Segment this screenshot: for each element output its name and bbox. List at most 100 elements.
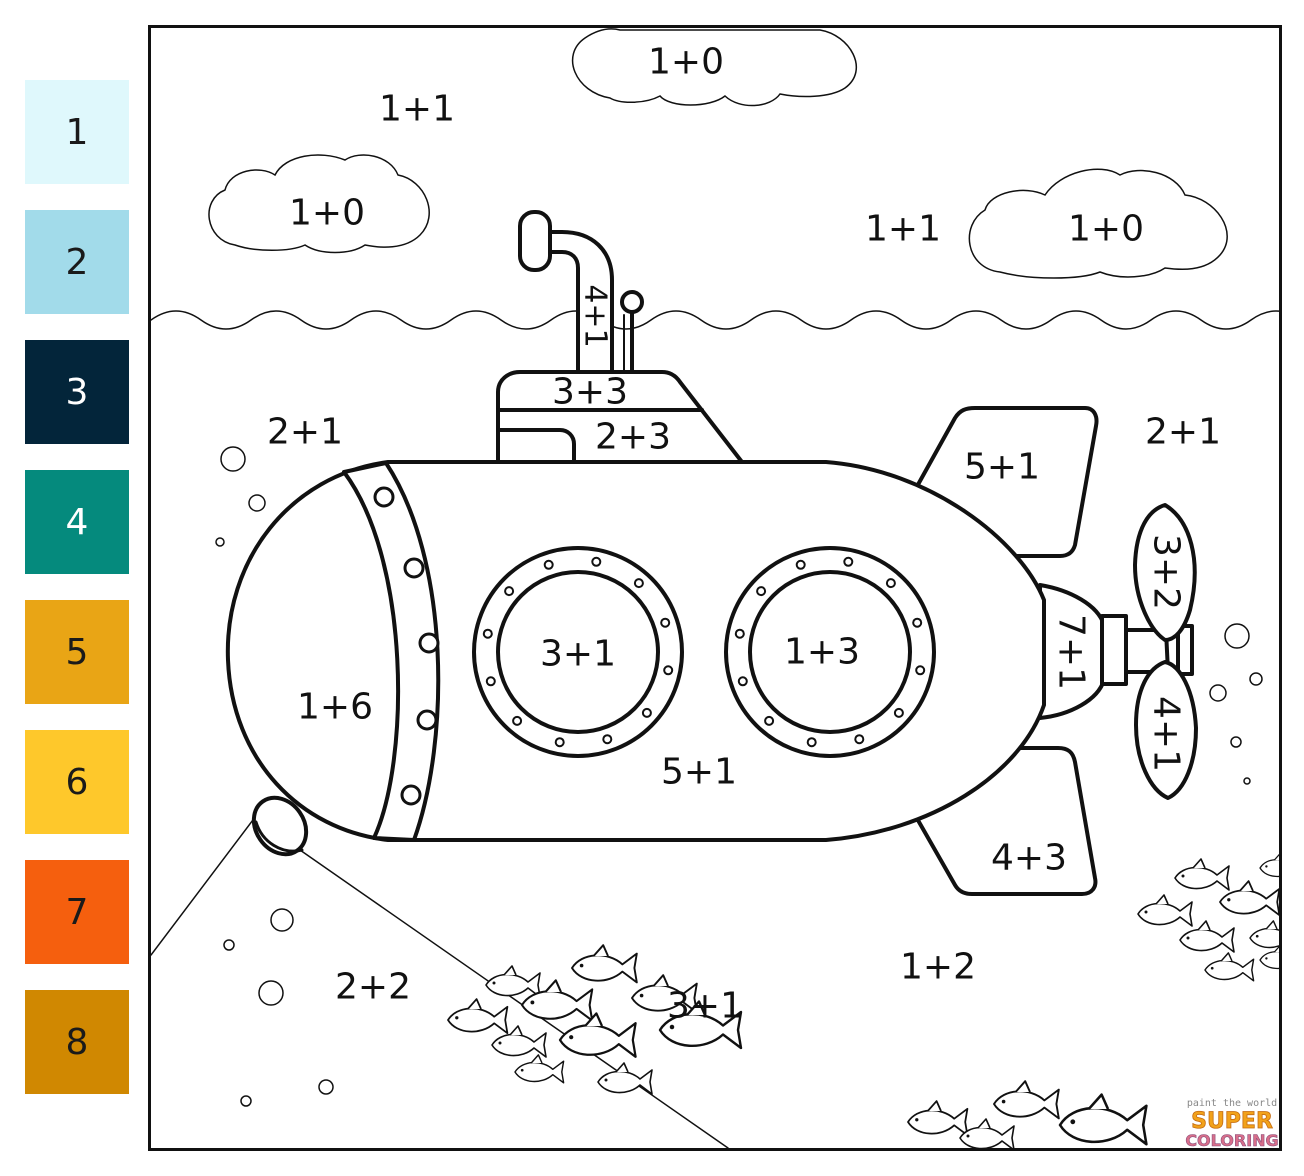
label-sky-right: 1+1 (865, 209, 941, 250)
fish (907, 1100, 969, 1137)
antenna-knob[interactable] (620, 290, 644, 314)
legend-number: 6 (65, 761, 89, 803)
fish (491, 1025, 547, 1058)
legend-number: 3 (65, 371, 89, 413)
logo-coloring: COLORING (1185, 1131, 1278, 1150)
cloud-left[interactable] (208, 154, 430, 254)
porthole-right-glass[interactable] (748, 570, 912, 734)
fish (485, 965, 541, 998)
label-cloud-top: 1+0 (648, 42, 724, 83)
legend-number: 4 (65, 501, 89, 543)
legend-number: 2 (65, 241, 89, 283)
label-porthole-right: 1+3 (784, 632, 860, 673)
propeller-blade-bottom[interactable] (1134, 660, 1198, 800)
fish (1259, 853, 1279, 878)
light-beam[interactable] (151, 807, 729, 1148)
fish (1137, 894, 1193, 927)
legend-swatch-3[interactable]: 3 (25, 340, 129, 444)
legend-number: 8 (65, 1021, 89, 1063)
legend-number: 1 (65, 111, 89, 153)
logo-super: SUPER (1191, 1109, 1273, 1134)
porthole-rivet (602, 734, 613, 745)
fish (597, 1062, 653, 1095)
porthole-rivet (660, 617, 671, 628)
bubbles (215, 446, 1263, 1107)
nose-band[interactable] (342, 461, 441, 842)
legend-swatch-2[interactable]: 2 (25, 210, 129, 314)
porthole-rivet (795, 559, 806, 570)
porthole-rivet (504, 586, 515, 597)
fish-school-right[interactable] (1137, 853, 1303, 982)
fish (1174, 858, 1230, 891)
label-tower-body: 2+3 (595, 417, 671, 458)
label-cloud-right: 1+0 (1068, 209, 1144, 250)
label-sea-bottom: 1+2 (900, 947, 976, 988)
porthole-rivet (543, 559, 554, 570)
porthole-rivet (485, 676, 496, 687)
porthole-rivet (512, 715, 523, 726)
fish (558, 1012, 637, 1058)
fish (1058, 1093, 1148, 1146)
legend-swatch-5[interactable]: 5 (25, 600, 129, 704)
legend-swatch-6[interactable]: 6 (25, 730, 129, 834)
fish (447, 998, 509, 1035)
fish (520, 979, 594, 1022)
porthole-rivet (663, 665, 674, 676)
label-fin-top: 5+1 (964, 447, 1040, 488)
label-hull: 5+1 (661, 752, 737, 793)
legend-swatch-8[interactable]: 8 (25, 990, 129, 1094)
legend-number: 5 (65, 631, 89, 673)
porthole-rivet (591, 556, 602, 567)
periscope-pipe[interactable] (546, 230, 614, 374)
porthole-rivet (915, 665, 926, 676)
legend-swatch-4[interactable]: 4 (25, 470, 129, 574)
periscope-eyepiece[interactable] (518, 210, 552, 272)
legend-number: 7 (65, 891, 89, 933)
porthole-rivet (554, 737, 565, 748)
fish (1219, 880, 1279, 916)
porthole-rivet (641, 707, 652, 718)
porthole-rivet (806, 737, 817, 748)
label-fin-bottom: 4+3 (991, 838, 1067, 879)
fish (514, 1054, 565, 1084)
cloud-right[interactable] (968, 168, 1228, 279)
cloud-top[interactable] (571, 28, 857, 107)
fish (959, 1118, 1015, 1148)
label-sea-right: 2+1 (1145, 412, 1221, 453)
label-nose: 1+6 (297, 687, 373, 728)
fish (1259, 945, 1279, 970)
label-propeller-bottom: 4+1 (1146, 696, 1187, 772)
fish (1179, 920, 1235, 953)
fish (993, 1080, 1060, 1120)
propeller-blade-top[interactable] (1133, 503, 1197, 642)
label-sea-left: 2+1 (267, 412, 343, 453)
fish-school-bottom[interactable] (907, 1080, 1148, 1150)
legend-swatch-7[interactable]: 7 (25, 860, 129, 964)
porthole-rivet (737, 676, 748, 687)
label-fish-school: 3+1 (667, 986, 743, 1027)
porthole-rivet (756, 586, 767, 597)
legend-swatch-1[interactable]: 1 (25, 80, 129, 184)
label-periscope: 4+1 (578, 284, 613, 347)
super-coloring-logo: paint the world SUPER COLORING (1185, 1098, 1279, 1150)
propeller-hub[interactable] (1100, 614, 1128, 686)
porthole-left-glass[interactable] (496, 570, 660, 734)
label-porthole-left: 3+1 (540, 634, 616, 675)
porthole-rivet (885, 578, 896, 589)
fish (1249, 920, 1279, 949)
porthole-rivet (633, 578, 644, 589)
fish (658, 1000, 743, 1050)
fish (571, 944, 638, 984)
fish (631, 974, 698, 1014)
fish (1204, 952, 1255, 982)
label-tower-top: 3+3 (552, 372, 628, 413)
fish-school-center[interactable] (447, 944, 743, 1095)
porthole-rivet (734, 628, 745, 639)
porthole-rivet (912, 617, 923, 628)
label-propeller-top: 3+2 (1146, 534, 1187, 610)
label-cloud-left: 1+0 (289, 193, 365, 234)
porthole-rivet (764, 715, 775, 726)
conning-tower[interactable] (496, 370, 744, 464)
sea-surface-waves[interactable] (151, 310, 1301, 330)
